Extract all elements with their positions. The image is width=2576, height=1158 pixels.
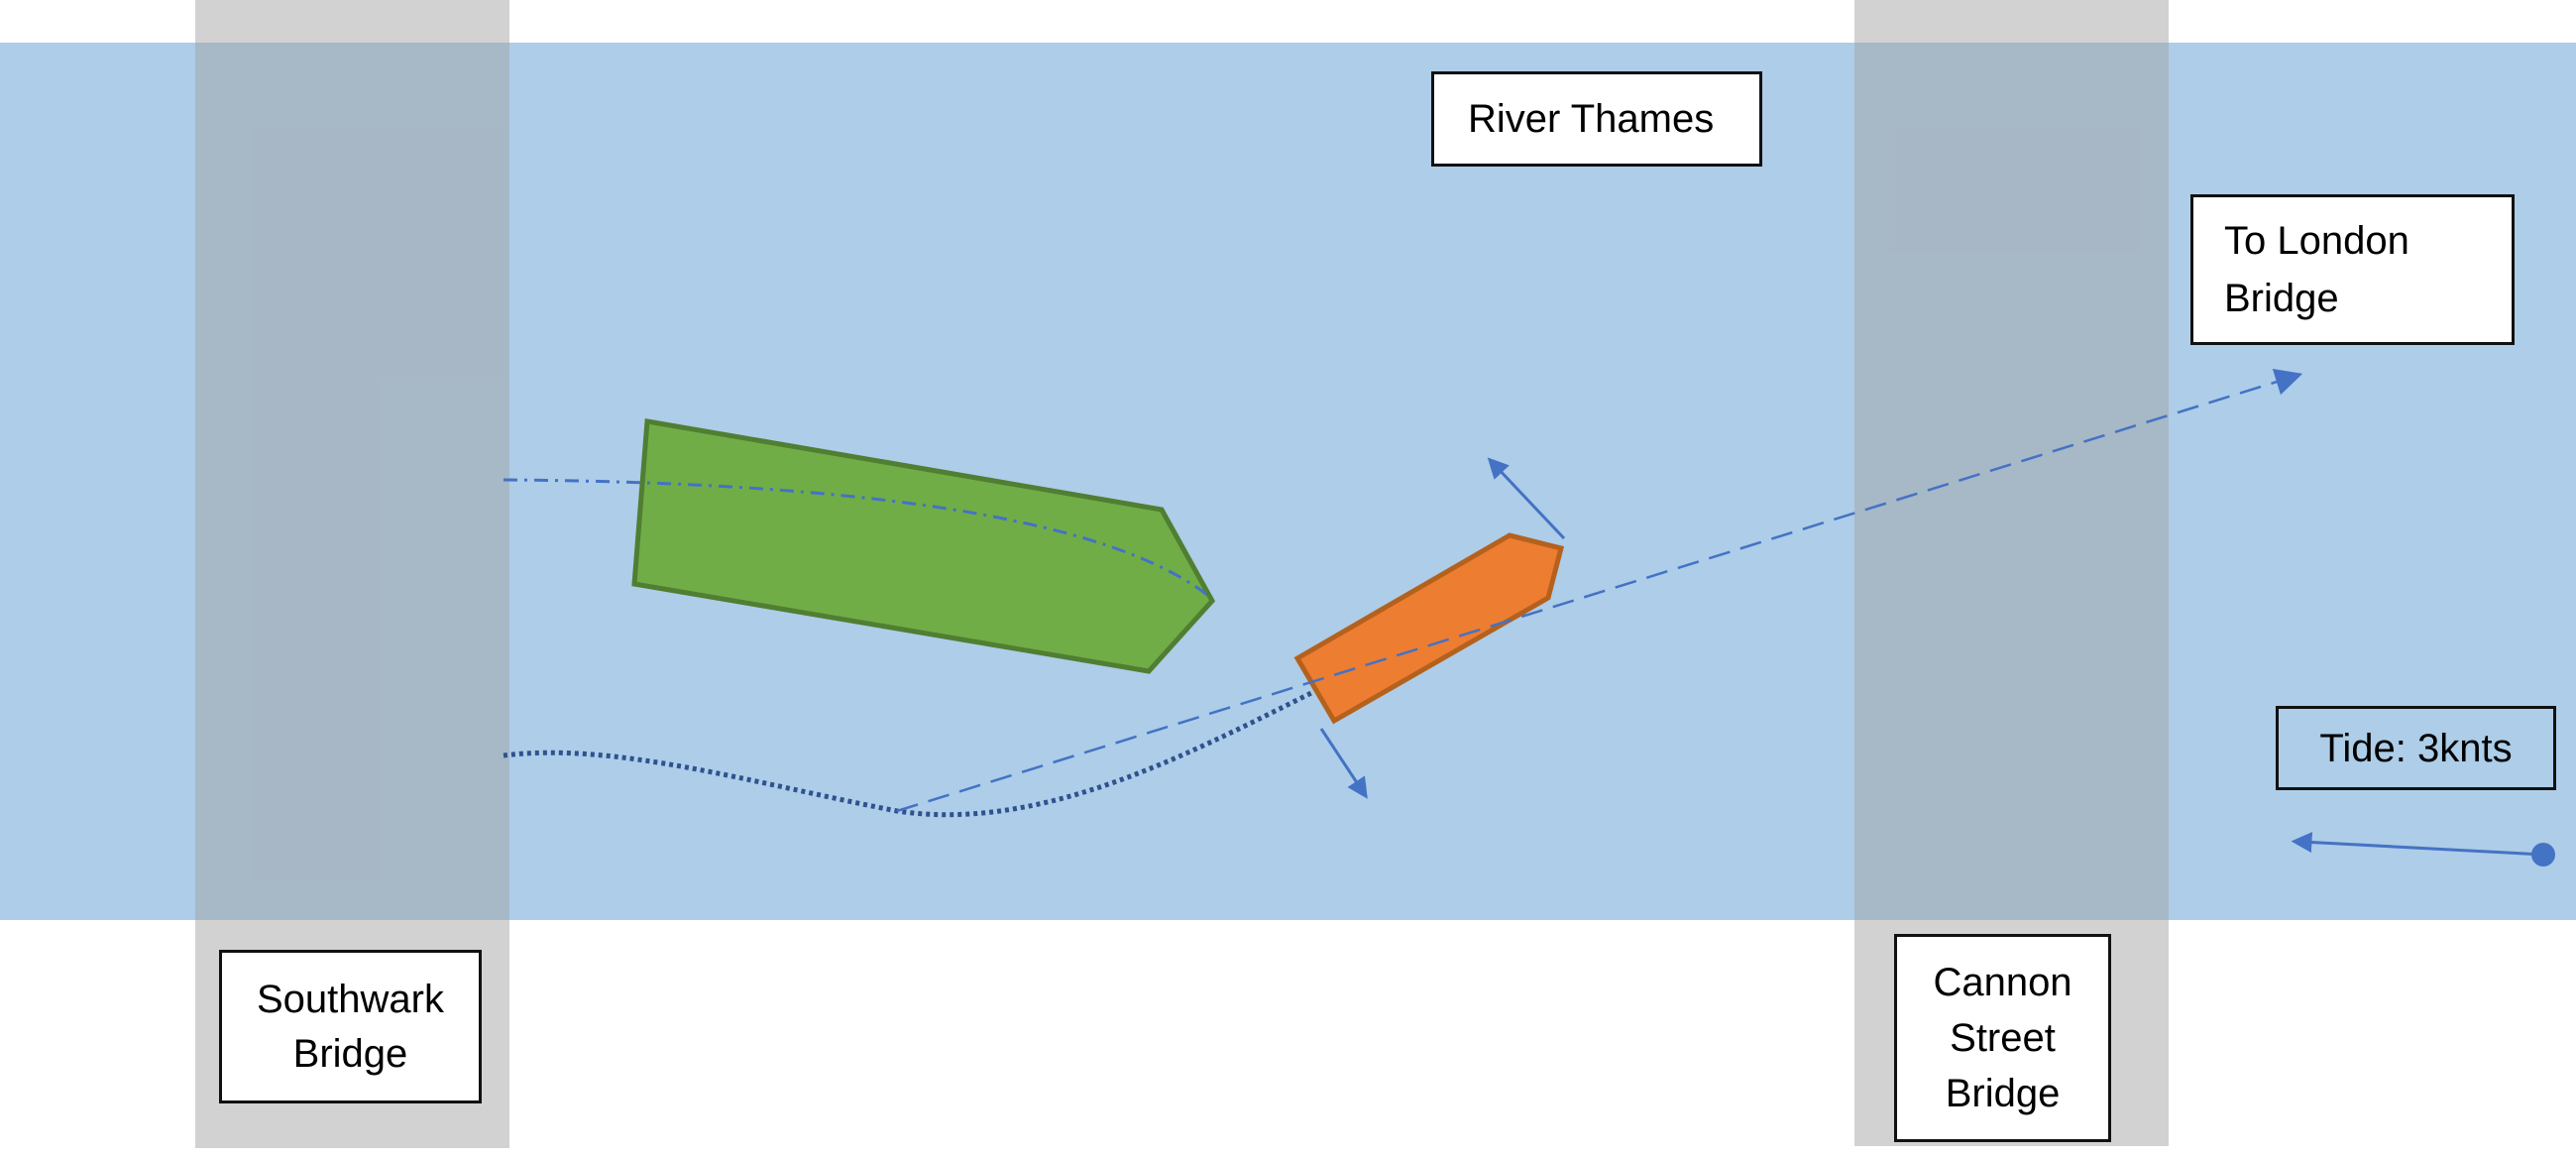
cannon-street-bridge-label: Cannon Street Bridge bbox=[1894, 934, 2111, 1142]
bow-push-arrow bbox=[1487, 457, 1566, 540]
green-vessel-track bbox=[503, 478, 1208, 597]
to-london-bridge-text: To London Bridge bbox=[2224, 219, 2409, 320]
to-london-bridge-label: To London Bridge bbox=[2190, 194, 2515, 345]
green-vessel bbox=[631, 418, 1216, 674]
planned-course-arrow bbox=[896, 368, 2303, 813]
river-thames-water bbox=[0, 43, 2576, 920]
tide-text: Tide: 3knts bbox=[2319, 726, 2513, 770]
tide-direction-arrow bbox=[2291, 832, 2544, 857]
tide-label: Tide: 3knts bbox=[2276, 706, 2556, 790]
orange-vessel bbox=[1293, 532, 1565, 725]
southwark-bridge-text: Southwark Bridge bbox=[257, 977, 444, 1076]
stern-push-arrow bbox=[1319, 728, 1368, 799]
tide-origin-dot bbox=[2531, 843, 2555, 867]
cannon-street-bridge-text: Cannon Street Bridge bbox=[1933, 961, 2072, 1115]
southwark-bridge-label: Southwark Bridge bbox=[219, 950, 482, 1103]
river-thames-label: River Thames bbox=[1431, 71, 1762, 167]
orange-vessel-track bbox=[503, 690, 1313, 818]
river-thames-text: River Thames bbox=[1468, 97, 1715, 141]
